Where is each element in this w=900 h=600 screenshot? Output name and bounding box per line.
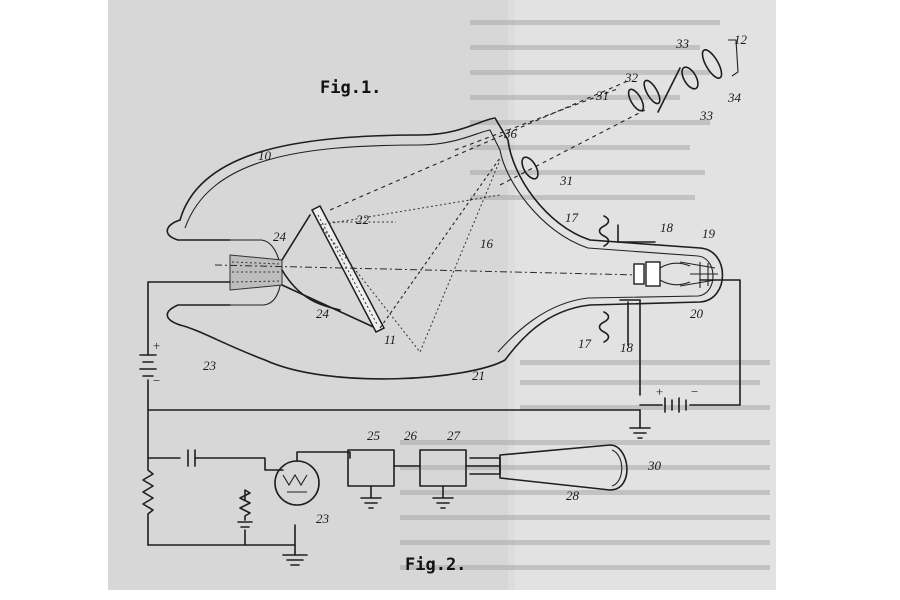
show-through-texture <box>400 20 770 570</box>
battery-minus-right: − <box>690 384 699 399</box>
label-26: 26 <box>404 428 418 443</box>
label-18-bottom: 18 <box>620 340 634 355</box>
label-24-bottom: 24 <box>316 306 330 321</box>
label-23-battery: 23 <box>203 358 217 373</box>
fig2-circuit <box>142 409 628 566</box>
battery-minus-left: − <box>152 373 161 388</box>
deflection-coils <box>598 215 656 346</box>
label-36: 36 <box>503 126 518 141</box>
beam-lines <box>214 79 646 353</box>
label-30: 30 <box>647 458 662 473</box>
label-34: 34 <box>727 90 742 105</box>
label-33-top: 33 <box>675 36 690 51</box>
label-23-triode: 23 <box>316 511 330 526</box>
label-31-mid: 31 <box>559 173 573 188</box>
label-27: 27 <box>447 428 461 443</box>
label-19: 19 <box>702 226 716 241</box>
label-10: 10 <box>258 148 272 163</box>
battery-plus-left: + <box>152 338 161 353</box>
electron-gun <box>633 261 718 288</box>
fig1-circuit <box>139 279 741 439</box>
label-25: 25 <box>367 428 381 443</box>
optical-system <box>521 39 739 180</box>
label-22: 22 <box>356 212 370 227</box>
label-28: 28 <box>566 488 580 503</box>
label-12: 12 <box>734 32 748 47</box>
label-20: 20 <box>690 306 704 321</box>
label-18-top: 18 <box>660 220 674 235</box>
label-17-bottom: 17 <box>578 336 592 351</box>
mosaic-target <box>310 205 396 333</box>
camera-tube-envelope <box>166 117 724 380</box>
label-21: 21 <box>472 368 485 383</box>
battery-plus-right: + <box>655 384 664 399</box>
fig1-title: Fig.1. <box>320 78 381 98</box>
fig2-title: Fig.2. <box>405 555 466 575</box>
label-24-top: 24 <box>273 229 287 244</box>
label-32: 32 <box>624 70 639 85</box>
label-11: 11 <box>384 332 396 347</box>
label-33-bottom: 33 <box>699 108 714 123</box>
label-17-top: 17 <box>565 210 579 225</box>
label-16: 16 <box>480 236 494 251</box>
label-31-top: 31 <box>595 88 609 103</box>
